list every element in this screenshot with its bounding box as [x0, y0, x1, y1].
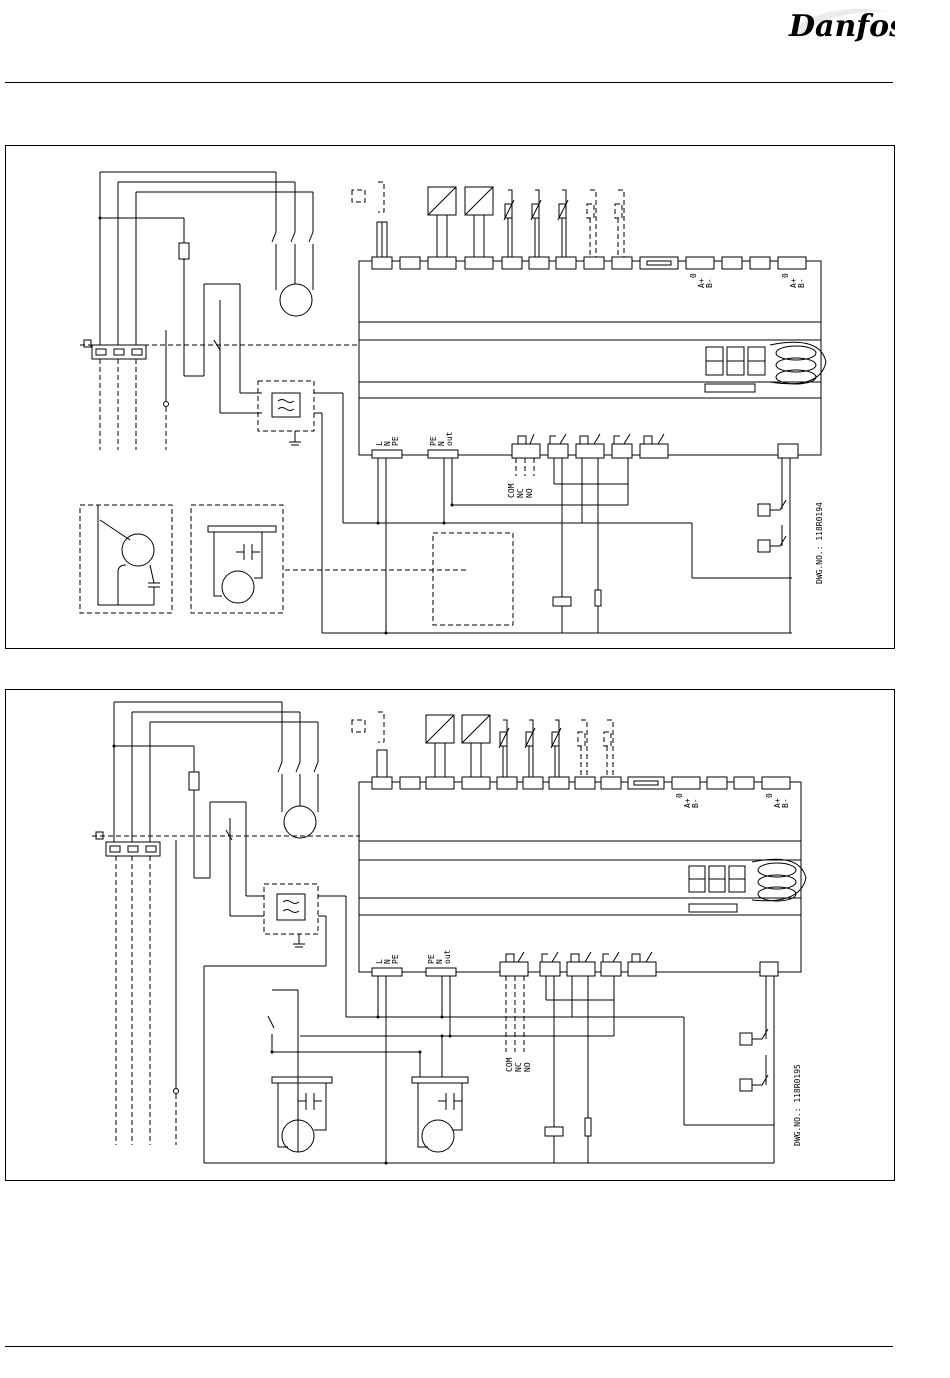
drawing-number: DWG.NO.: 118R0195: [793, 1064, 802, 1146]
fan-motor-left: [268, 990, 420, 1152]
display-label-plate: [689, 904, 737, 912]
controller-outline: [359, 782, 801, 972]
bus-labels-b: 0 A+ B-: [765, 793, 790, 808]
relay-label: NC: [514, 1062, 523, 1072]
input-sensors: [352, 712, 613, 777]
digital-input: [740, 1079, 752, 1091]
display-digits: [689, 866, 745, 892]
emc-filter-box: [264, 884, 318, 934]
relay-label: COM: [505, 1057, 514, 1072]
fan-motor-right: [412, 1035, 468, 1153]
top-terminals: [372, 777, 790, 789]
bus-label: 0: [675, 793, 684, 798]
mains-switch: [92, 702, 360, 1145]
mains-label: PE: [391, 954, 400, 964]
heater-element: [585, 1118, 591, 1136]
bus-label: 0: [765, 793, 774, 798]
output-label: out: [443, 949, 452, 964]
bus-label: B-: [781, 798, 790, 808]
relay-labels: COM NC NO: [505, 1057, 532, 1072]
bus-label: B-: [691, 798, 700, 808]
bus-labels-a: 0 A+ B-: [675, 793, 700, 808]
output-load: [545, 1127, 563, 1136]
output-labels: PE N out: [427, 949, 452, 964]
emc-filter: [277, 894, 305, 920]
digital-input: [740, 1033, 752, 1045]
relay-label: NO: [523, 1062, 532, 1072]
mains-labels: L N PE: [375, 954, 400, 964]
footer-rule: [5, 1346, 893, 1347]
